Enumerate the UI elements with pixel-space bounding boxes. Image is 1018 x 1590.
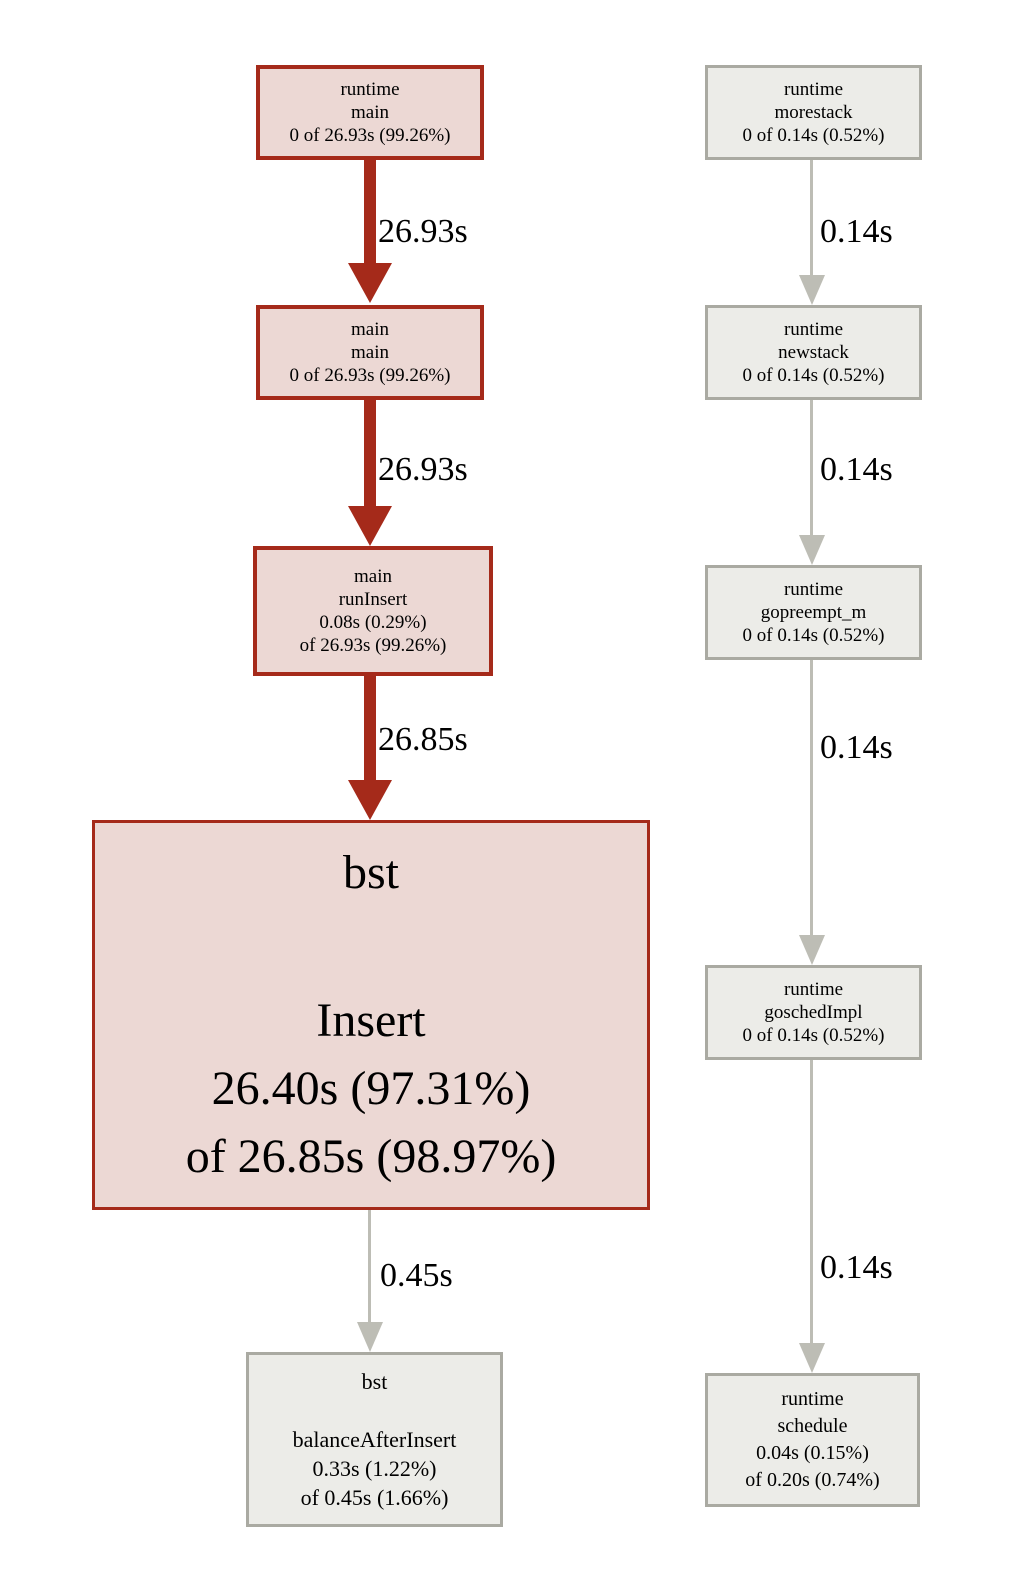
edge-r4-r5 — [810, 1060, 813, 1343]
node-function: schedule — [777, 1415, 848, 1437]
edge-r1-r2 — [810, 160, 813, 275]
arrowhead-icon — [799, 935, 825, 965]
node-package: main — [351, 319, 389, 340]
node-runtime-newstack[interactable]: runtime newstack 0 of 0.14s (0.52%) — [705, 305, 922, 400]
node-cum-time: of 26.93s (99.26%) — [299, 635, 447, 656]
node-function: runInsert — [338, 589, 408, 610]
node-flat-time: 0.04s (0.15%) — [756, 1442, 869, 1464]
node-cum-time: of 0.20s (0.74%) — [745, 1469, 880, 1491]
edge-label-l2-l3: 26.93s — [378, 451, 468, 488]
node-runtime-morestack[interactable]: runtime morestack 0 of 0.14s (0.52%) — [705, 65, 922, 160]
node-function: goschedImpl — [764, 1002, 863, 1023]
node-time: 0 of 0.14s (0.52%) — [742, 625, 885, 646]
arrowhead-icon — [357, 1322, 383, 1352]
node-package: runtime — [783, 79, 844, 100]
node-runtime-main[interactable]: runtime main 0 of 26.93s (99.26%) — [256, 65, 484, 160]
node-bst-balanceafterinsert[interactable]: bst balanceAfterInsert 0.33s (1.22%) of … — [246, 1352, 503, 1527]
edge-label-l1-l2: 26.93s — [378, 213, 468, 250]
node-function: main — [351, 102, 389, 123]
node-package: main — [354, 566, 392, 587]
edge-label-l3-l4: 26.85s — [378, 721, 468, 758]
node-package: runtime — [783, 579, 844, 600]
arrowhead-icon — [799, 535, 825, 565]
edge-l3-l4 — [364, 676, 376, 780]
arrowhead-icon — [348, 263, 392, 303]
arrowhead-icon — [348, 780, 392, 820]
node-time: 0 of 0.14s (0.52%) — [742, 125, 885, 146]
node-function: balanceAfterInsert — [292, 1427, 457, 1452]
edge-l1-l2 — [364, 160, 376, 263]
node-flat-time: 0.08s (0.29%) — [319, 612, 427, 633]
edge-r3-r4 — [810, 660, 813, 935]
node-time: 0 of 0.14s (0.52%) — [742, 1025, 885, 1046]
node-main-runinsert[interactable]: main runInsert 0.08s (0.29%) of 26.93s (… — [253, 546, 493, 676]
edge-l4-l5 — [368, 1210, 371, 1322]
node-runtime-schedule[interactable]: runtime schedule 0.04s (0.15%) of 0.20s … — [705, 1373, 920, 1507]
node-function: gopreempt_m — [760, 602, 867, 623]
node-runtime-goschedimpl[interactable]: runtime goschedImpl 0 of 0.14s (0.52%) — [705, 965, 922, 1060]
edge-r2-r3 — [810, 400, 813, 535]
arrowhead-icon — [799, 1343, 825, 1373]
edge-label-l4-l5: 0.45s — [380, 1257, 453, 1294]
node-flat-time: 0.33s (1.22%) — [312, 1456, 437, 1481]
node-bst-insert[interactable]: bst Insert 26.40s (97.31%) of 26.85s (98… — [92, 820, 650, 1210]
node-package: runtime — [340, 79, 400, 100]
edge-label-r4-r5: 0.14s — [820, 1249, 893, 1286]
edge-label-r2-r3: 0.14s — [820, 451, 893, 488]
node-cum-time: of 26.85s (98.97%) — [185, 1130, 557, 1183]
edge-label-r3-r4: 0.14s — [820, 729, 893, 766]
node-function: morestack — [774, 102, 853, 123]
node-cum-time: of 0.45s (1.66%) — [300, 1485, 449, 1510]
arrowhead-icon — [348, 506, 392, 546]
node-runtime-gopreempt-m[interactable]: runtime gopreempt_m 0 of 0.14s (0.52%) — [705, 565, 922, 660]
node-time: 0 of 26.93s (99.26%) — [289, 365, 451, 386]
node-package: runtime — [781, 1388, 844, 1410]
arrowhead-icon — [799, 275, 825, 305]
edge-l2-l3 — [364, 400, 376, 506]
node-time: 0 of 0.14s (0.52%) — [742, 365, 885, 386]
node-package: runtime — [783, 319, 844, 340]
node-main-main[interactable]: main main 0 of 26.93s (99.26%) — [256, 305, 484, 400]
node-function: main — [351, 342, 389, 363]
node-package: bst — [361, 1369, 388, 1394]
node-function: newstack — [778, 342, 849, 363]
node-package: bst — [342, 846, 399, 899]
edge-label-r1-r2: 0.14s — [820, 213, 893, 250]
node-function: Insert — [316, 994, 426, 1047]
node-time: 0 of 26.93s (99.26%) — [289, 125, 451, 146]
node-flat-time: 26.40s (97.31%) — [211, 1062, 531, 1115]
node-package: runtime — [783, 979, 844, 1000]
